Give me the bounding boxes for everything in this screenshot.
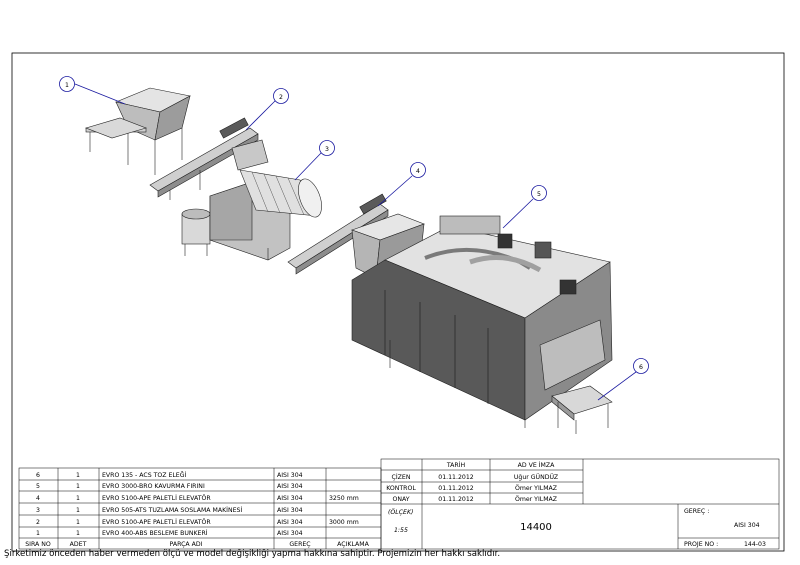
title-block [380, 458, 780, 550]
callout-6: 6 [633, 358, 649, 374]
row-5-parca: EVRO 3000-BRO KAVURMA FIRINI [102, 483, 205, 490]
cizen-name: Uğur GÜNDÜZ [514, 472, 558, 481]
row-6-parca: EVRO 135 - ACS TOZ ELEĞİ [102, 470, 187, 479]
row-2-adet: 1 [76, 519, 80, 526]
row-3-adet: 1 [76, 507, 80, 514]
row-3-gerec: AISI 304 [277, 507, 303, 514]
row-4-adet: 1 [76, 495, 80, 502]
callout-6-label: 6 [639, 364, 643, 371]
callout-1-label: 1 [65, 82, 69, 89]
drawing-frame [11, 52, 785, 552]
callout-4-label: 4 [416, 168, 420, 175]
footer-disclaimer: Şirketimiz önceden haber vermeden ölçü v… [4, 549, 501, 559]
cizen-date: 01.11.2012 [438, 474, 473, 481]
parts-row-1: 1 1 EVRO 400-ABS BESLEME BUNKERİ AISI 30… [36, 528, 303, 537]
header-parca: PARÇA ADI [170, 541, 203, 548]
drawing-number: 14400 [520, 522, 552, 533]
row-4-aciklama: 3250 mm [329, 495, 359, 502]
row-6-gerec: AISI 304 [277, 472, 303, 479]
roasting-oven [351, 215, 613, 428]
elevator-1 [149, 117, 269, 200]
row-2-parca: EVRO 5100-APE PALETLİ ELEVATÖR [102, 517, 211, 526]
parts-list-table [18, 467, 382, 550]
callout-5: 5 [531, 185, 547, 201]
header-aciklama: AÇIKLAMA [337, 541, 369, 548]
parts-row-2: 2 1 EVRO 5100-APE PALETLİ ELEVATÖR AISI … [36, 517, 359, 526]
row-1-gerec: AISI 304 [277, 530, 303, 537]
seasoning-drum-machine [181, 169, 322, 261]
callout-3: 3 [319, 140, 335, 156]
callout-1: 1 [59, 76, 75, 92]
callout-2: 2 [273, 88, 289, 104]
parts-row-5: 5 1 EVRO 3000-BRO KAVURMA FIRINI AISI 30… [36, 483, 303, 490]
olcek-value: 1:55 [394, 527, 408, 534]
onay-date: 01.11.2012 [438, 496, 473, 503]
row-2-sira: 2 [36, 519, 40, 526]
row-2-aciklama: 3000 mm [329, 519, 359, 526]
row-5-sira: 5 [36, 483, 40, 490]
kontrol-label: KONTROL [386, 485, 416, 492]
callout-5-label: 5 [537, 191, 541, 198]
callout-leaders [74, 83, 637, 401]
imza-label: AD VE İMZA [518, 460, 555, 469]
production-line-illustration [85, 87, 613, 434]
row-5-gerec: AISI 304 [277, 483, 303, 490]
gerec-label: GEREÇ : [684, 508, 709, 515]
kontrol-name: Ömer YILMAZ [515, 483, 557, 492]
feed-hopper [85, 87, 191, 175]
row-3-parca: EVRO 505-ATS TUZLAMA SOSLAMA MAKİNESİ [102, 505, 242, 514]
row-1-sira: 1 [36, 530, 40, 537]
callout-2-label: 2 [279, 94, 283, 101]
row-4-sira: 4 [36, 495, 40, 502]
kontrol-date: 01.11.2012 [438, 485, 473, 492]
row-5-adet: 1 [76, 483, 80, 490]
onay-name: Ömer YILMAZ [515, 494, 557, 503]
powder-sieve [551, 385, 613, 434]
olcek-label: (ÖLÇEK) [388, 507, 413, 516]
proje-value: 144-03 [744, 541, 766, 548]
title-block-texts: TARİH AD VE İMZA ÇİZEN 01.11.2012 Uğur G… [386, 460, 766, 548]
parts-table-header: SIRA NO ADET PARÇA ADI GEREÇ AÇIKLAMA [25, 541, 369, 548]
row-6-adet: 1 [76, 472, 80, 479]
parts-row-6: 6 1 EVRO 135 - ACS TOZ ELEĞİ AISI 304 [36, 470, 303, 479]
row-1-parca: EVRO 400-ABS BESLEME BUNKERİ [102, 528, 208, 537]
header-adet: ADET [70, 541, 87, 548]
callout-4: 4 [410, 162, 426, 178]
header-gerec: GEREÇ [289, 541, 310, 548]
row-4-parca: EVRO 5100-APE PALETLİ ELEVATÖR [102, 493, 211, 502]
row-6-sira: 6 [36, 472, 40, 479]
row-2-gerec: AISI 304 [277, 519, 303, 526]
callout-3-label: 3 [325, 146, 329, 153]
row-4-gerec: AISI 304 [277, 495, 303, 502]
tarih-label: TARİH [446, 460, 466, 469]
proje-label: PROJE NO : [684, 541, 718, 548]
row-1-adet: 1 [76, 530, 80, 537]
parts-row-3: 3 1 EVRO 505-ATS TUZLAMA SOSLAMA MAKİNES… [36, 505, 303, 514]
row-3-sira: 3 [36, 507, 40, 514]
header-sira: SIRA NO [25, 541, 51, 548]
gerec-value: AISI 304 [734, 522, 760, 529]
cizen-label: ÇİZEN [392, 472, 411, 481]
onay-label: ONAY [392, 496, 409, 503]
parts-row-4: 4 1 EVRO 5100-APE PALETLİ ELEVATÖR AISI … [36, 493, 359, 502]
